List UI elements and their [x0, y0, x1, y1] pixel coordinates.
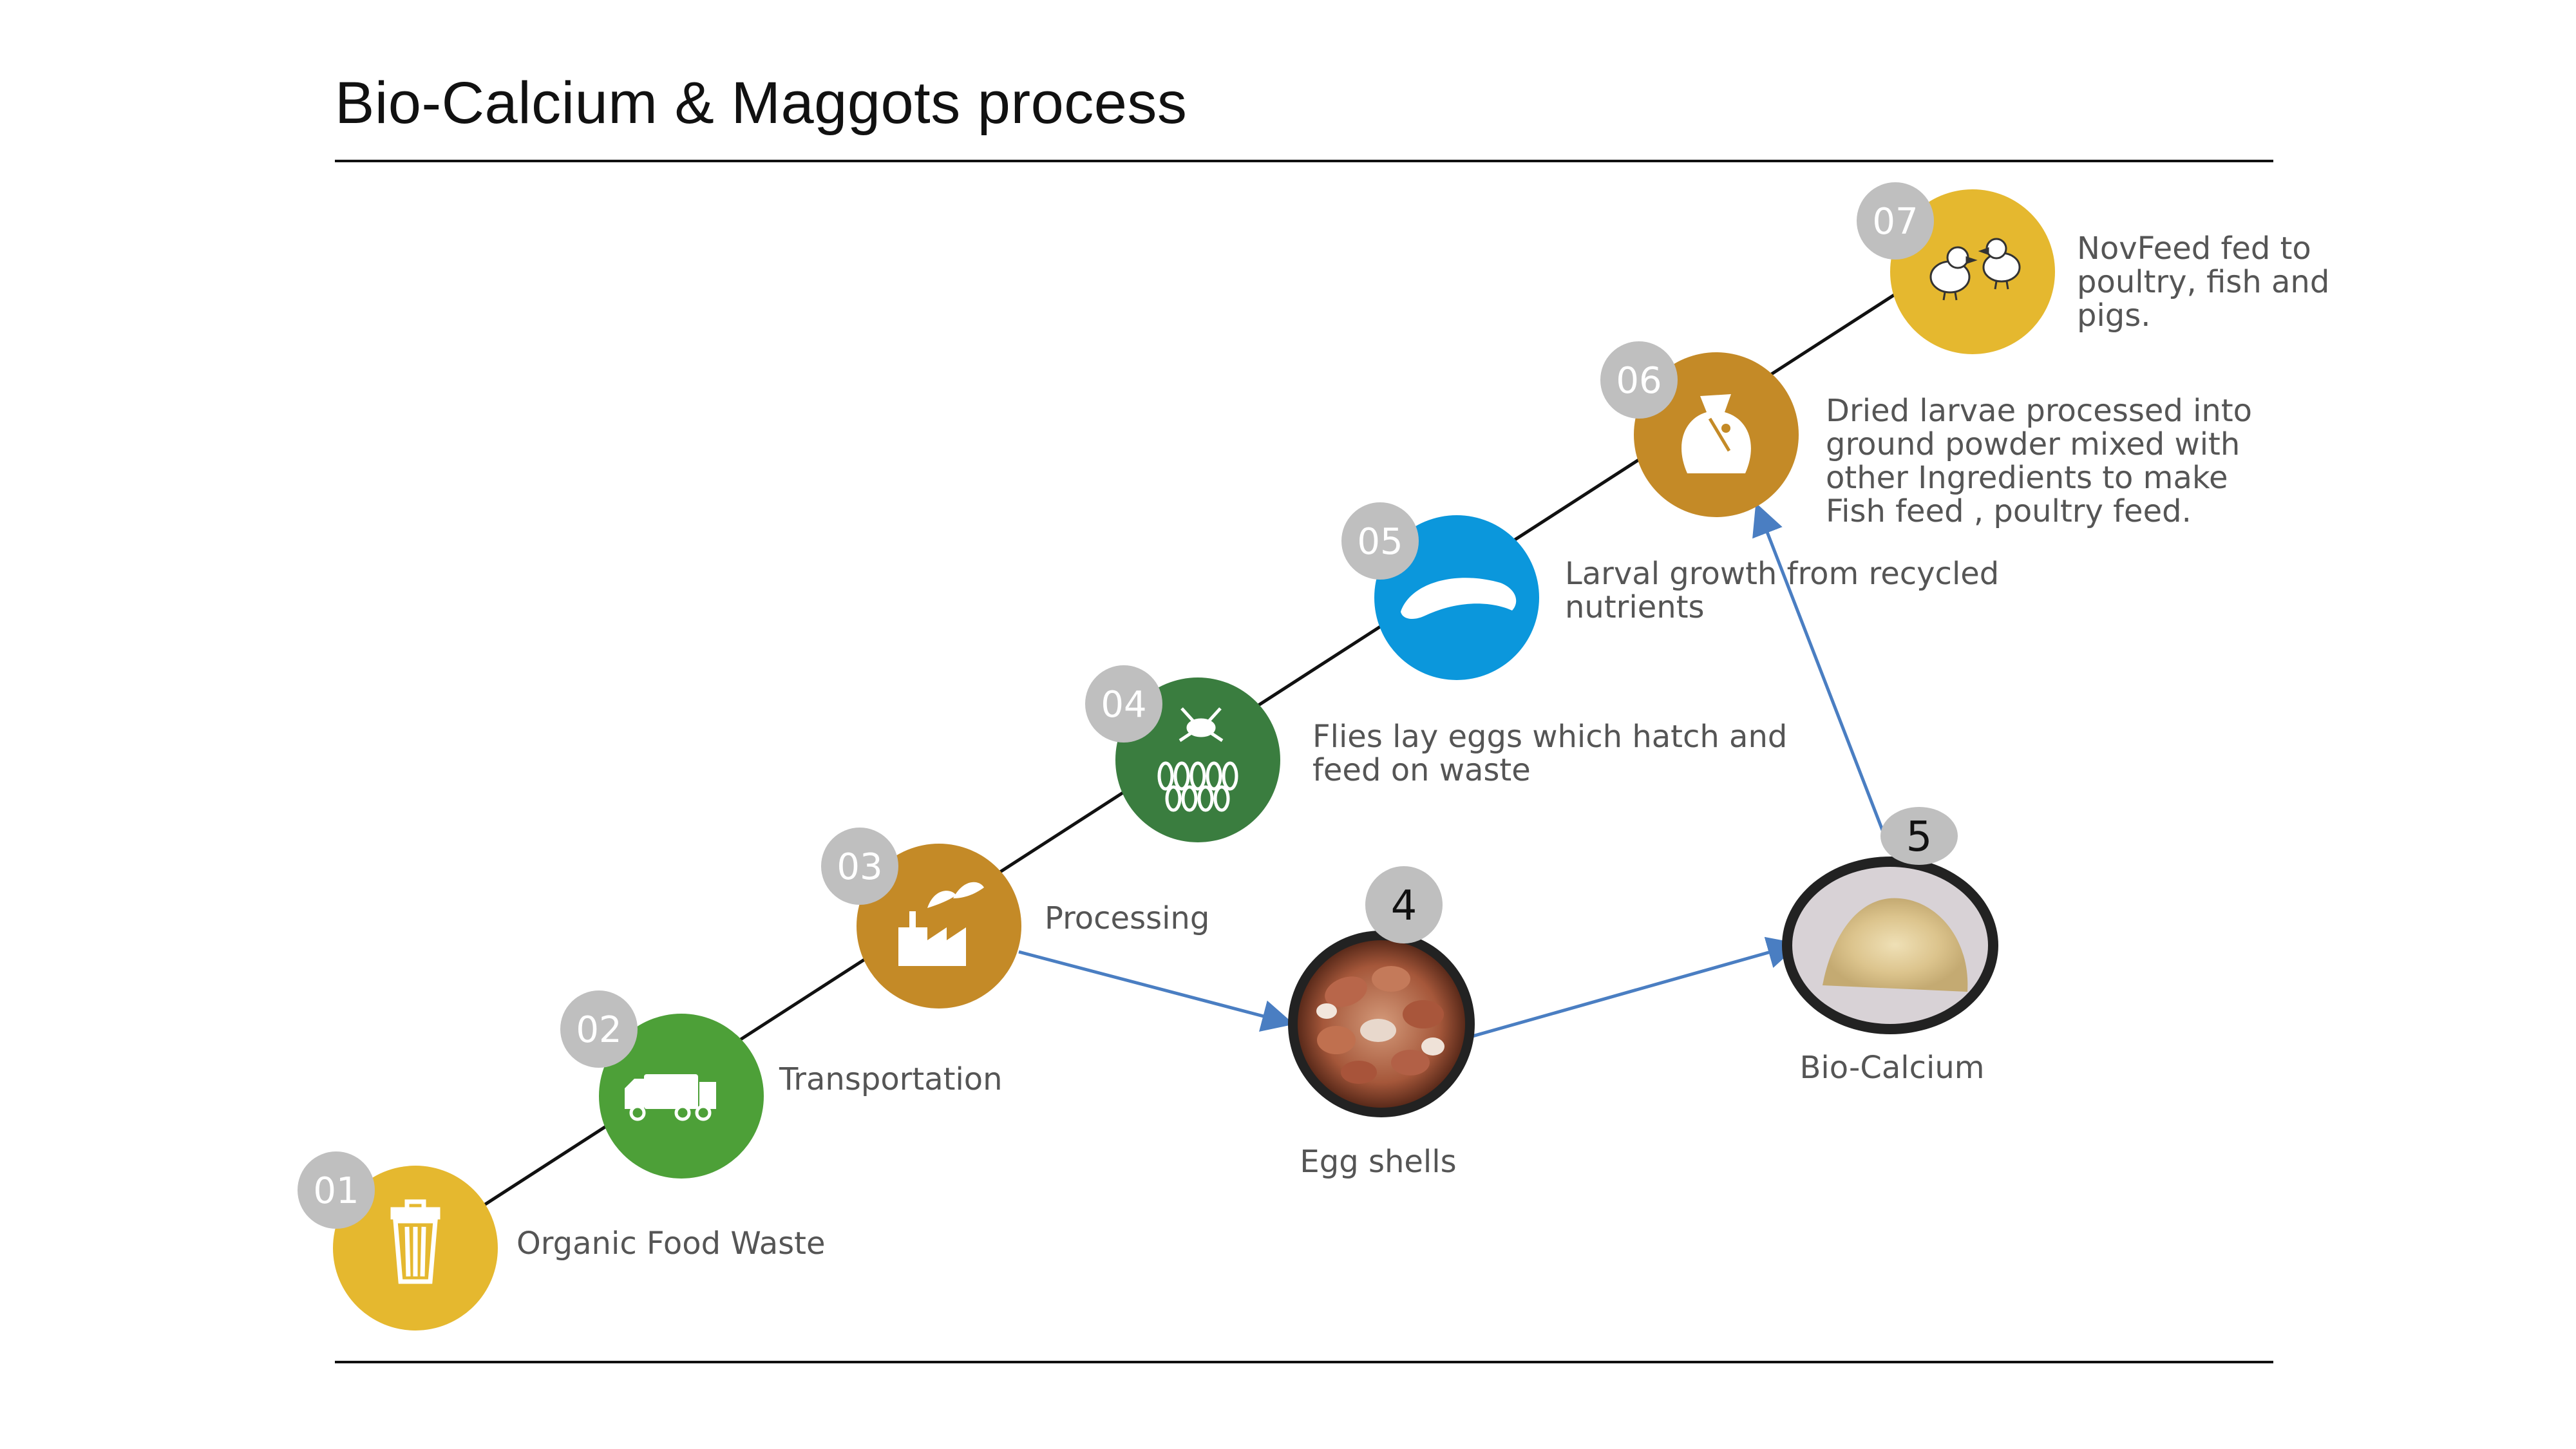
step-06-label: Dried larvae processed into ground powde… [1826, 393, 2253, 529]
branch-eggshells: 4 [1288, 866, 1475, 1117]
page-title: Bio-Calcium & Maggots process [335, 70, 1188, 136]
top-divider [335, 160, 2273, 162]
step-03-label: Processing [1045, 900, 1210, 936]
step-04-label: Flies lay eggs which hatch and feed on w… [1312, 719, 1788, 788]
chicks-icon [1929, 238, 2021, 301]
step-07: 07 [1857, 182, 2055, 354]
step-03: 03 [821, 828, 1021, 1009]
step-01-label: Organic Food Waste [516, 1226, 826, 1262]
trash-can-icon [390, 1199, 440, 1284]
step-03-number: 03 [837, 846, 882, 888]
step-07-number: 07 [1872, 201, 1918, 243]
step-04: 04 [1085, 665, 1280, 842]
feed-sack-icon [1681, 394, 1751, 473]
arrow-eggshells-to-biocalcium [1470, 936, 1800, 1039]
step-01: 01 [298, 1151, 498, 1331]
factory-icon [898, 882, 984, 966]
step-06-number: 06 [1616, 360, 1662, 402]
arrow-biocalcium-to-feed [1752, 502, 1892, 851]
larva-icon [1401, 578, 1517, 620]
truck-icon [625, 1074, 716, 1121]
fly-eggs-icon [1157, 707, 1238, 812]
step-07-label: NovFeed fed to poultry, fish and pigs. [2077, 231, 2330, 334]
step-06: 06 [1600, 341, 1799, 517]
arrow-processing-to-eggshells [1018, 950, 1294, 1032]
step-04-number: 04 [1101, 684, 1146, 726]
step-02-label: Transportation [779, 1061, 1003, 1097]
step-05-label: Larval growth from recycled nutrients [1565, 556, 2000, 625]
step-05: 05 [1341, 502, 1539, 680]
calcium-powder-photo [1823, 898, 1968, 992]
bottom-divider [335, 1361, 2273, 1363]
branch-biocalcium: 5 [1782, 807, 1998, 1034]
step-05-number: 05 [1357, 521, 1403, 563]
branch-4-number: 4 [1391, 882, 1417, 930]
step-01-number: 01 [313, 1170, 359, 1212]
egg-shells-photo [1316, 966, 1444, 1084]
branch-5-number: 5 [1906, 813, 1933, 861]
branch-5-label: Bio-Calcium [1799, 1050, 1985, 1086]
branch-4-label: Egg shells [1300, 1144, 1457, 1180]
step-02: 02 [560, 990, 764, 1179]
step-02-number: 02 [576, 1009, 621, 1051]
